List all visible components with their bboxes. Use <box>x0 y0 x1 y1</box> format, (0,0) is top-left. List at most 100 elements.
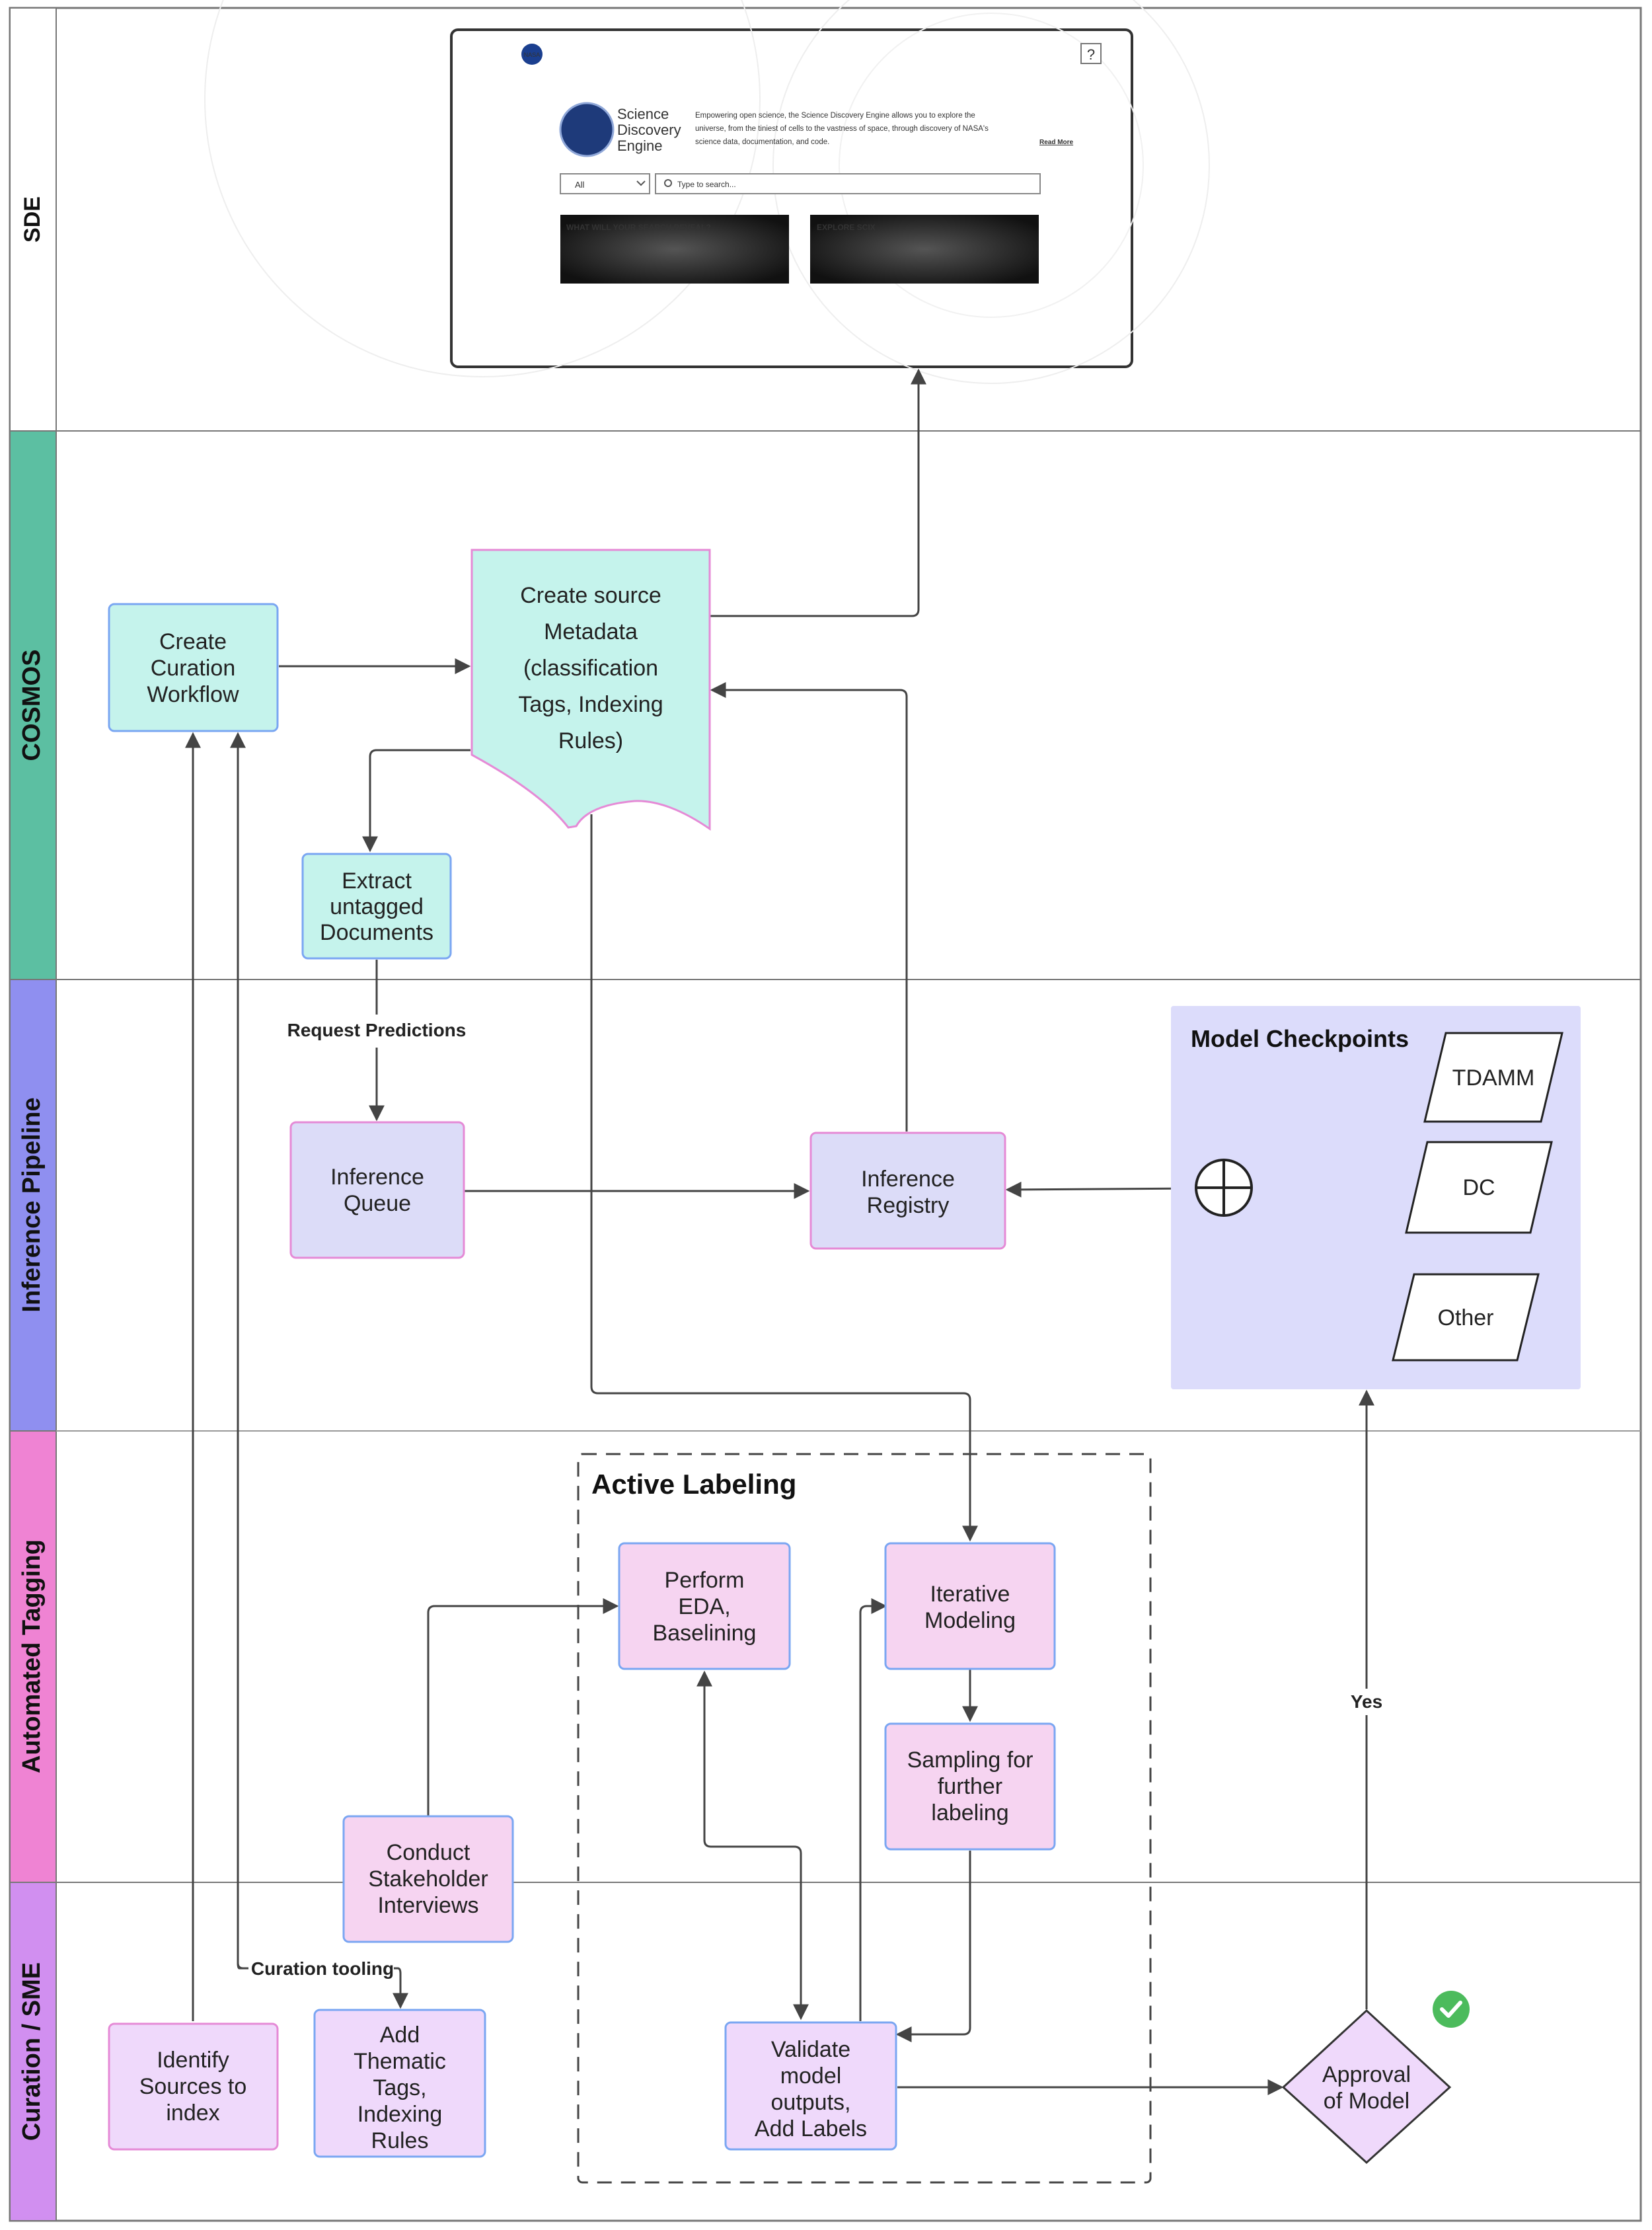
node-validate-model-outputs[interactable]: Validate model outputs, Add Labels <box>724 2021 897 2151</box>
svg-text:Stakeholder: Stakeholder <box>368 1866 488 1892</box>
active-labeling-group: Active Labeling <box>577 1453 1152 2184</box>
svg-text:index: index <box>166 2100 219 2126</box>
svg-text:WHAT WILL YOUR SEARCH REVEAL?: WHAT WILL YOUR SEARCH REVEAL? <box>566 223 711 232</box>
checkpoint-dc[interactable]: DC <box>1405 1141 1553 1234</box>
intro-line-1: Empowering open science, the Science Dis… <box>695 112 975 120</box>
model-checkpoints-title: Model Checkpoints <box>1191 1025 1409 1052</box>
svg-text:Iterative: Iterative <box>930 1582 1010 1607</box>
svg-text:Indexing: Indexing <box>357 2102 443 2127</box>
edge-label-curation-tooling: Curation tooling <box>251 1958 394 1979</box>
svg-text:(classification: (classification <box>523 656 658 681</box>
lane-label-curation: Curation / SME <box>18 1962 46 2141</box>
read-more-link[interactable]: Read More <box>1039 139 1074 146</box>
node-sampling-further-labeling[interactable]: Sampling for further labeling <box>884 1722 1056 1851</box>
lane-label-tagging: Automated Tagging <box>18 1539 46 1773</box>
svg-text:EXPLORE SCIX: EXPLORE SCIX <box>817 223 876 232</box>
sde-globe-logo <box>559 102 615 157</box>
chevron-down-icon <box>636 180 646 186</box>
edge-label-request-predictions: Request Predictions <box>287 1020 467 1040</box>
svg-text:Curation: Curation <box>151 656 236 681</box>
svg-text:Workflow: Workflow <box>147 682 239 707</box>
search-input[interactable] <box>655 173 1041 194</box>
svg-text:Add: Add <box>380 2022 420 2048</box>
svg-text:Queue: Queue <box>344 1191 411 1216</box>
brand-line-2: Discovery <box>617 122 681 138</box>
svg-text:outputs,: outputs, <box>771 2090 851 2115</box>
help-button[interactable] <box>1080 43 1102 64</box>
svg-text:Other: Other <box>1437 1305 1493 1330</box>
svg-text:Inference: Inference <box>330 1165 424 1190</box>
svg-text:Registry: Registry <box>867 1193 950 1218</box>
node-identify-sources[interactable]: Identify Sources to index <box>108 2022 279 2151</box>
svg-text:NASA: NASA <box>524 52 541 58</box>
intro-line-3: science data, documentation, and code. <box>695 138 829 146</box>
intro-line-2: universe, from the tiniest of cells to t… <box>695 125 989 133</box>
svg-text:Interviews: Interviews <box>377 1893 478 1918</box>
lane-header-curation <box>9 1882 57 2221</box>
svg-text:Rules: Rules <box>371 2128 429 2153</box>
svg-text:further: further <box>938 1774 1002 1799</box>
lane-label-inference: Inference Pipeline <box>18 1097 46 1312</box>
brand-line-1: Science <box>617 106 669 122</box>
svg-text:Thematic: Thematic <box>354 2049 446 2074</box>
node-inference-registry[interactable]: Inference Registry <box>809 1132 1006 1250</box>
svg-text:Metadata: Metadata <box>544 619 638 644</box>
svg-text:TDAMM: TDAMM <box>1452 1065 1535 1091</box>
lane-label-cosmos: COSMOS <box>18 650 46 761</box>
merge-junction-icon <box>1195 1159 1253 1217</box>
search-icon <box>664 179 672 187</box>
nasa-logo <box>521 44 543 65</box>
node-create-source-metadata[interactable]: Create source Metadata (classification T… <box>470 549 711 831</box>
svg-text:Tags, Indexing: Tags, Indexing <box>518 692 663 717</box>
svg-text:Inference: Inference <box>861 1167 955 1192</box>
svg-text:Add Labels: Add Labels <box>755 2116 867 2141</box>
svg-text:labeling: labeling <box>931 1800 1008 1826</box>
active-labeling-title: Active Labeling <box>591 1469 796 1500</box>
svg-text:DC: DC <box>1462 1175 1495 1200</box>
svg-text:Rules): Rules) <box>558 728 623 753</box>
svg-text:of Model: of Model <box>1324 2089 1409 2114</box>
svg-text:Identify: Identify <box>157 2048 229 2073</box>
node-inference-queue[interactable]: Inference Queue <box>289 1121 465 1259</box>
svg-text:Perform: Perform <box>665 1568 745 1593</box>
checkpoint-other[interactable]: Other <box>1392 1273 1540 1362</box>
svg-text:Sampling for: Sampling for <box>907 1748 1033 1773</box>
svg-text:Validate: Validate <box>771 2037 850 2062</box>
edge-label-yes: Yes <box>1351 1691 1382 1712</box>
node-add-thematic-tags[interactable]: Add Thematic Tags, Indexing Rules <box>313 2009 486 2158</box>
checkmark-icon <box>1433 1991 1470 2028</box>
lane-header-sde <box>9 7 57 432</box>
node-create-curation-workflow[interactable]: Create Curation Workflow <box>108 603 279 732</box>
lane-label-sde: SDE <box>20 196 45 243</box>
svg-text:Modeling: Modeling <box>924 1608 1016 1633</box>
checkpoint-tdamm[interactable]: TDAMM <box>1423 1032 1563 1123</box>
node-extract-untagged-documents[interactable]: Extract untagged Documents <box>301 853 452 960</box>
model-checkpoints-group: Model Checkpoints TDAMM DC Other <box>1171 1006 1581 1389</box>
node-approval-of-model[interactable]: Approval of Model <box>1281 2009 1452 2165</box>
svg-text:Approval: Approval <box>1322 2062 1411 2087</box>
svg-text:Conduct: Conduct <box>387 1840 470 1865</box>
svg-text:EDA,: EDA, <box>678 1594 730 1619</box>
svg-text:Baselining: Baselining <box>653 1621 757 1646</box>
svg-text:Extract: Extract <box>342 868 412 894</box>
node-conduct-stakeholder-interviews[interactable]: Conduct Stakeholder Interviews <box>342 1815 514 1943</box>
node-perform-eda[interactable]: Perform EDA, Baselining <box>618 1542 791 1670</box>
edges <box>185 368 1478 2095</box>
svg-text:Documents: Documents <box>320 920 433 945</box>
svg-text:Type to search...: Type to search... <box>677 180 736 189</box>
node-iterative-modeling[interactable]: Iterative Modeling <box>884 1542 1056 1670</box>
lane-header-inference <box>9 979 57 1432</box>
svg-text:untagged: untagged <box>330 894 424 919</box>
card-search-reveal[interactable] <box>560 215 789 284</box>
filter-select[interactable] <box>560 173 650 194</box>
svg-text:Sources to: Sources to <box>139 2074 247 2099</box>
svg-text:Tags,: Tags, <box>373 2075 426 2100</box>
svg-text:Create: Create <box>159 629 227 654</box>
svg-text:model: model <box>780 2063 842 2089</box>
sde-screenshot: NASA ? Science Discovery Engine Empoweri… <box>204 0 1210 384</box>
svg-text:All: All <box>575 180 585 190</box>
brand-line-3: Engine <box>617 137 663 154</box>
svg-text:Create source: Create source <box>520 583 661 608</box>
card-explore-scix[interactable] <box>810 215 1039 284</box>
